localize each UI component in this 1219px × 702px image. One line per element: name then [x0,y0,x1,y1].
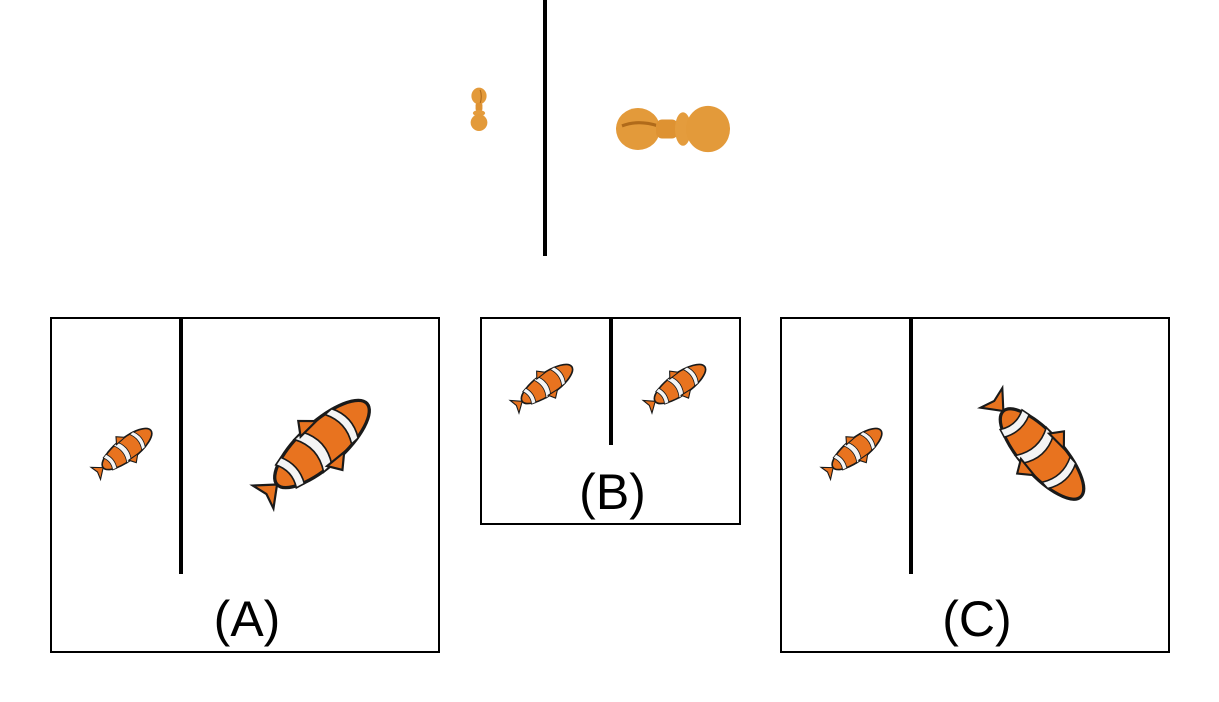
clownfish-icon [966,375,1106,520]
wooden-peg-icon [470,87,488,132]
option-b-panel[interactable]: (B) [480,317,741,525]
option-c-label: (C) [942,591,1012,647]
option-b-label: (B) [579,464,646,520]
clownfish-icon [814,416,892,488]
option-c-divider [909,319,913,574]
example-divider [543,0,547,256]
option-c-panel[interactable]: (C) [780,317,1170,653]
option-a-divider [179,319,183,574]
option-a-label: (A) [213,591,281,647]
option-b-divider [609,319,613,445]
clownfish-icon [504,352,583,422]
wooden-peg-icon [614,104,732,154]
option-a-panel[interactable]: (A) [50,317,440,653]
clownfish-icon [637,352,716,422]
clownfish-icon [239,377,391,524]
clownfish-icon [84,416,162,488]
